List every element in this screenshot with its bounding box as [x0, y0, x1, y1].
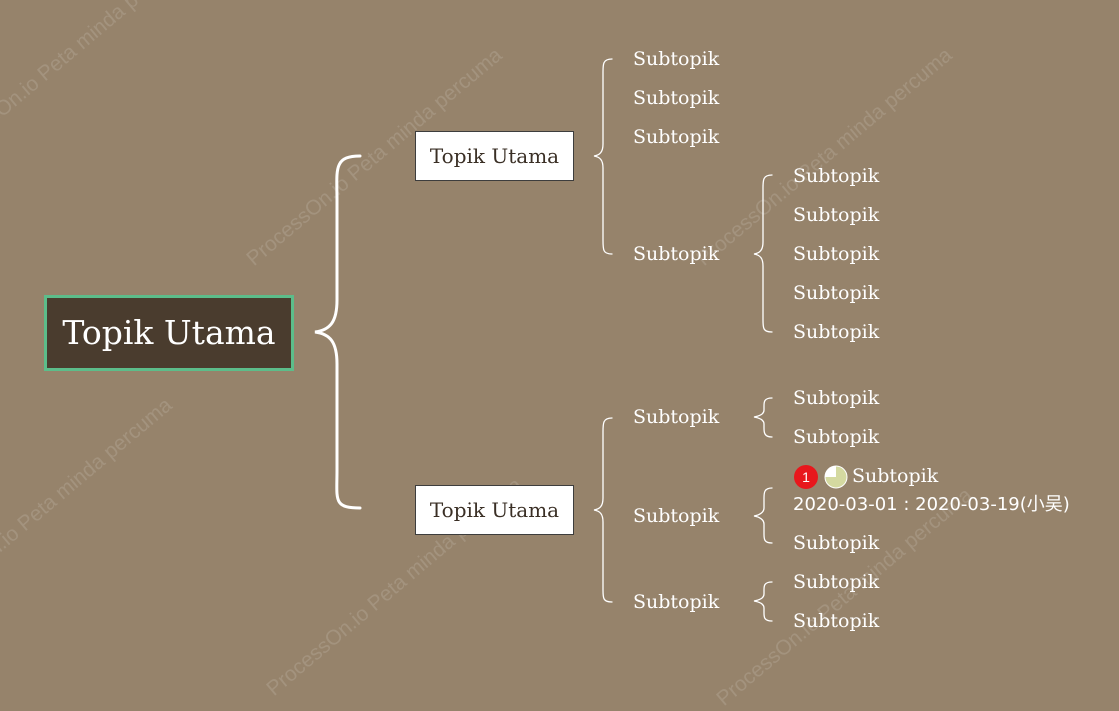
progress-pie-icon	[824, 465, 848, 489]
subtopic[interactable]: Subtopik	[633, 87, 720, 109]
subtopic[interactable]: Subtopik	[793, 610, 880, 632]
subtopic[interactable]: Subtopik	[793, 571, 880, 593]
task-dates: 2020-03-01 : 2020-03-19(小吴)	[793, 494, 1070, 515]
subtopic[interactable]: Subtopik	[793, 282, 880, 304]
connector-layer	[314, 58, 773, 622]
main-topic-2[interactable]: Topik Utama	[415, 485, 574, 535]
subtopic[interactable]: Subtopik	[793, 243, 880, 265]
subtopic[interactable]: Subtopik	[852, 465, 939, 487]
root-brace	[314, 154, 362, 510]
subtopic[interactable]: Subtopik	[633, 126, 720, 148]
subtopic[interactable]: Subtopik	[793, 204, 880, 226]
subtopic[interactable]: Subtopik	[633, 406, 720, 428]
priority-badge: 1	[794, 465, 818, 489]
subtopic-4-brace	[753, 174, 773, 333]
subtopic[interactable]: Subtopik	[793, 532, 880, 554]
subtopic[interactable]: Subtopik	[633, 48, 720, 70]
subtopic[interactable]: Subtopik	[633, 243, 720, 265]
subtopic[interactable]: Subtopik	[793, 426, 880, 448]
subtopic[interactable]: Subtopik	[793, 165, 880, 187]
subtopic[interactable]: Subtopik	[793, 321, 880, 343]
branch-2-brace	[593, 417, 613, 603]
root-topic[interactable]: Topik Utama	[44, 295, 294, 371]
subtopic-6-brace	[753, 487, 773, 544]
subtopic-7-brace	[753, 581, 773, 622]
subtopic-5-brace	[753, 397, 773, 438]
subtopic[interactable]: Subtopik	[633, 591, 720, 613]
subtopic[interactable]: Subtopik	[793, 387, 880, 409]
main-topic-1[interactable]: Topik Utama	[415, 131, 574, 181]
branch-1-brace	[593, 58, 613, 255]
subtopic[interactable]: Subtopik	[633, 505, 720, 527]
